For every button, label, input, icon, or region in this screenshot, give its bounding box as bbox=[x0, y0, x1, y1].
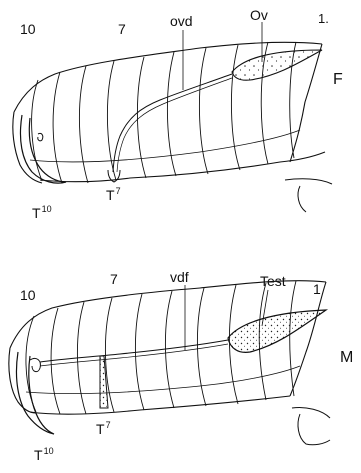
male-clasper-base bbox=[30, 358, 40, 371]
female-posterior-end bbox=[13, 112, 42, 183]
female-segment-7-label: 7 bbox=[118, 22, 126, 36]
male-abdomen bbox=[9, 281, 330, 445]
male-segment-1-label: 1 bbox=[313, 282, 321, 296]
male-pleural-line bbox=[26, 366, 300, 394]
female-t10-label: T10 bbox=[32, 206, 52, 220]
male-sex-label: M bbox=[340, 350, 353, 366]
male-segment-7-label: 7 bbox=[110, 272, 118, 286]
female-oviduct bbox=[113, 74, 232, 172]
female-segment-10-label: 10 bbox=[20, 22, 36, 36]
male-vas-deferens bbox=[40, 340, 228, 362]
male-testis-label: Test bbox=[260, 274, 286, 288]
female-t10-letter: T bbox=[32, 205, 41, 221]
female-ovary-label: Ov bbox=[250, 8, 268, 22]
male-vas-deferens-inner bbox=[40, 344, 228, 366]
female-ventral-outline bbox=[40, 152, 325, 182]
male-ventral-outline bbox=[30, 396, 290, 414]
male-leg-stub bbox=[292, 407, 330, 444]
female-oviduct-inner bbox=[117, 78, 232, 172]
female-t7-letter: T bbox=[106, 187, 115, 203]
male-t7-letter: T bbox=[96, 421, 105, 437]
male-t7-label: T7 bbox=[96, 422, 111, 436]
female-pleural-line bbox=[30, 130, 300, 162]
male-t7-number: 7 bbox=[106, 420, 111, 430]
female-t7-label: T7 bbox=[106, 188, 121, 202]
female-cercus-hook bbox=[38, 133, 43, 140]
male-t7-structure bbox=[100, 356, 108, 408]
male-t10-label: T10 bbox=[34, 448, 54, 462]
female-oviduct-label: ovd bbox=[170, 14, 193, 28]
female-abdomen bbox=[13, 22, 332, 212]
female-leg-stub bbox=[285, 179, 332, 212]
male-t10-letter: T bbox=[34, 447, 43, 463]
male-segment-10-label: 10 bbox=[20, 288, 36, 302]
female-segment-1-label: 1. bbox=[318, 12, 329, 25]
female-sex-label: F bbox=[333, 72, 343, 88]
female-t10-number: 10 bbox=[42, 204, 52, 214]
male-anterior-end bbox=[290, 282, 326, 396]
male-testis bbox=[228, 310, 326, 352]
male-vas-deferens-label: vdf bbox=[170, 270, 189, 284]
female-t7-number: 7 bbox=[116, 186, 121, 196]
male-t10-number: 10 bbox=[44, 446, 54, 456]
female-ovary bbox=[232, 50, 322, 80]
